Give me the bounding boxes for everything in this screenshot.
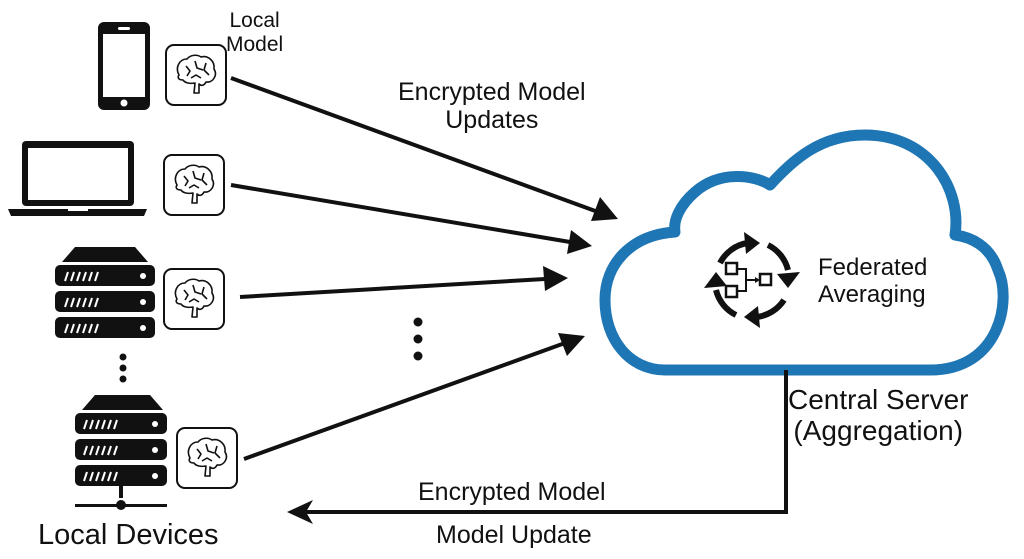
more-updates-ellipsis xyxy=(413,317,423,361)
local-model-box-server xyxy=(163,268,225,330)
brain-icon xyxy=(187,437,228,477)
local-model-label-line2: Model xyxy=(226,32,284,56)
central-server-line1: Central Server xyxy=(788,384,969,415)
update-arrow-4 xyxy=(243,333,585,461)
brain-icon xyxy=(174,164,215,204)
return-label-top: Encrypted Model xyxy=(418,478,606,506)
local-model-box-laptop xyxy=(163,154,225,216)
local-devices-label: Local Devices xyxy=(38,519,219,551)
local-model-label-line1: Local xyxy=(229,9,280,32)
federated-averaging-label: Federated Averaging xyxy=(818,254,928,309)
federated-averaging-line2: Averaging xyxy=(818,280,926,308)
update-arrow-2 xyxy=(230,183,592,254)
brain-icon xyxy=(174,278,215,318)
central-server-line2: (Aggregation) xyxy=(793,415,964,447)
local-model-box-server-2 xyxy=(176,427,238,489)
central-server-cloud xyxy=(599,129,1009,376)
laptop-icon xyxy=(8,141,147,216)
central-server-label: Central Server (Aggregation) xyxy=(788,384,969,447)
server-network-icon xyxy=(75,395,167,510)
encrypted-updates-line2: Updates xyxy=(445,106,539,134)
federated-averaging-line1: Federated xyxy=(818,254,928,281)
update-arrow-1 xyxy=(230,76,618,221)
brain-icon xyxy=(176,54,217,94)
server-icon xyxy=(55,247,155,338)
smartphone-icon xyxy=(98,22,150,110)
local-model-box-phone xyxy=(165,44,227,106)
encrypted-updates-label: Encrypted Model Updates xyxy=(398,78,586,134)
update-arrow-3 xyxy=(239,266,568,299)
return-label-bottom: Model Update xyxy=(436,521,592,549)
encrypted-updates-line1: Encrypted Model xyxy=(398,78,586,106)
return-update-arrow xyxy=(287,370,788,524)
federated-averaging-icon xyxy=(704,232,800,328)
local-model-label: Local Model xyxy=(226,9,283,56)
more-devices-ellipsis xyxy=(119,353,127,383)
